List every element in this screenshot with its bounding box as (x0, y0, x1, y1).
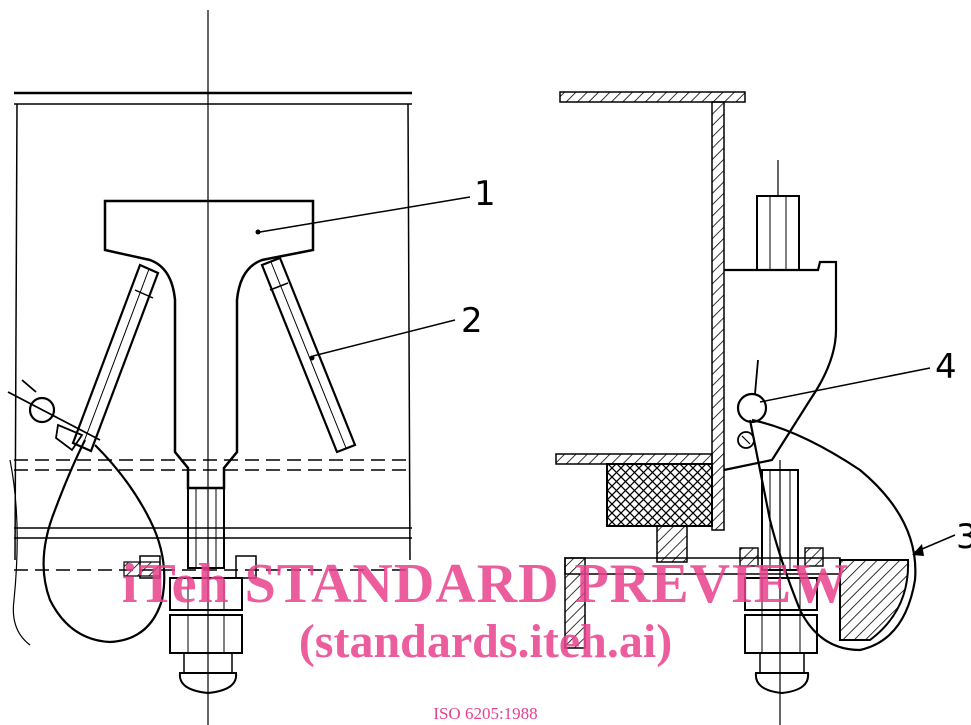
callout-4: 4 (935, 347, 957, 387)
left-rod (71, 263, 160, 453)
left-view (7, 10, 471, 725)
upper-bolt (756, 195, 800, 271)
hatched-wedge (839, 559, 910, 641)
callout-3: 3 (956, 517, 971, 557)
leader-1 (259, 196, 471, 233)
web-plate (711, 101, 725, 531)
part-2-point (309, 355, 315, 361)
bottom-flange (555, 453, 713, 465)
stem-block (656, 525, 688, 563)
ball-part-4 (736, 392, 768, 424)
cross-hatched-block (606, 463, 713, 527)
leader-4 (759, 367, 931, 403)
t-shaped-holder (103, 199, 315, 490)
right-shaft (564, 460, 841, 725)
callout-2: 2 (461, 301, 483, 341)
right-view (555, 91, 956, 725)
left-shaft (123, 487, 257, 695)
callout-1: 1 (474, 174, 496, 214)
left-wire-assembly (7, 379, 166, 644)
right-rod (260, 256, 357, 454)
document-reference: ISO 6205:1988 (433, 704, 538, 723)
leader-2 (312, 319, 456, 357)
bracket (723, 260, 838, 472)
wire-loop-3 (748, 418, 917, 652)
top-flange (559, 91, 746, 103)
left-housing (9, 91, 412, 646)
part-1-point (255, 229, 261, 235)
